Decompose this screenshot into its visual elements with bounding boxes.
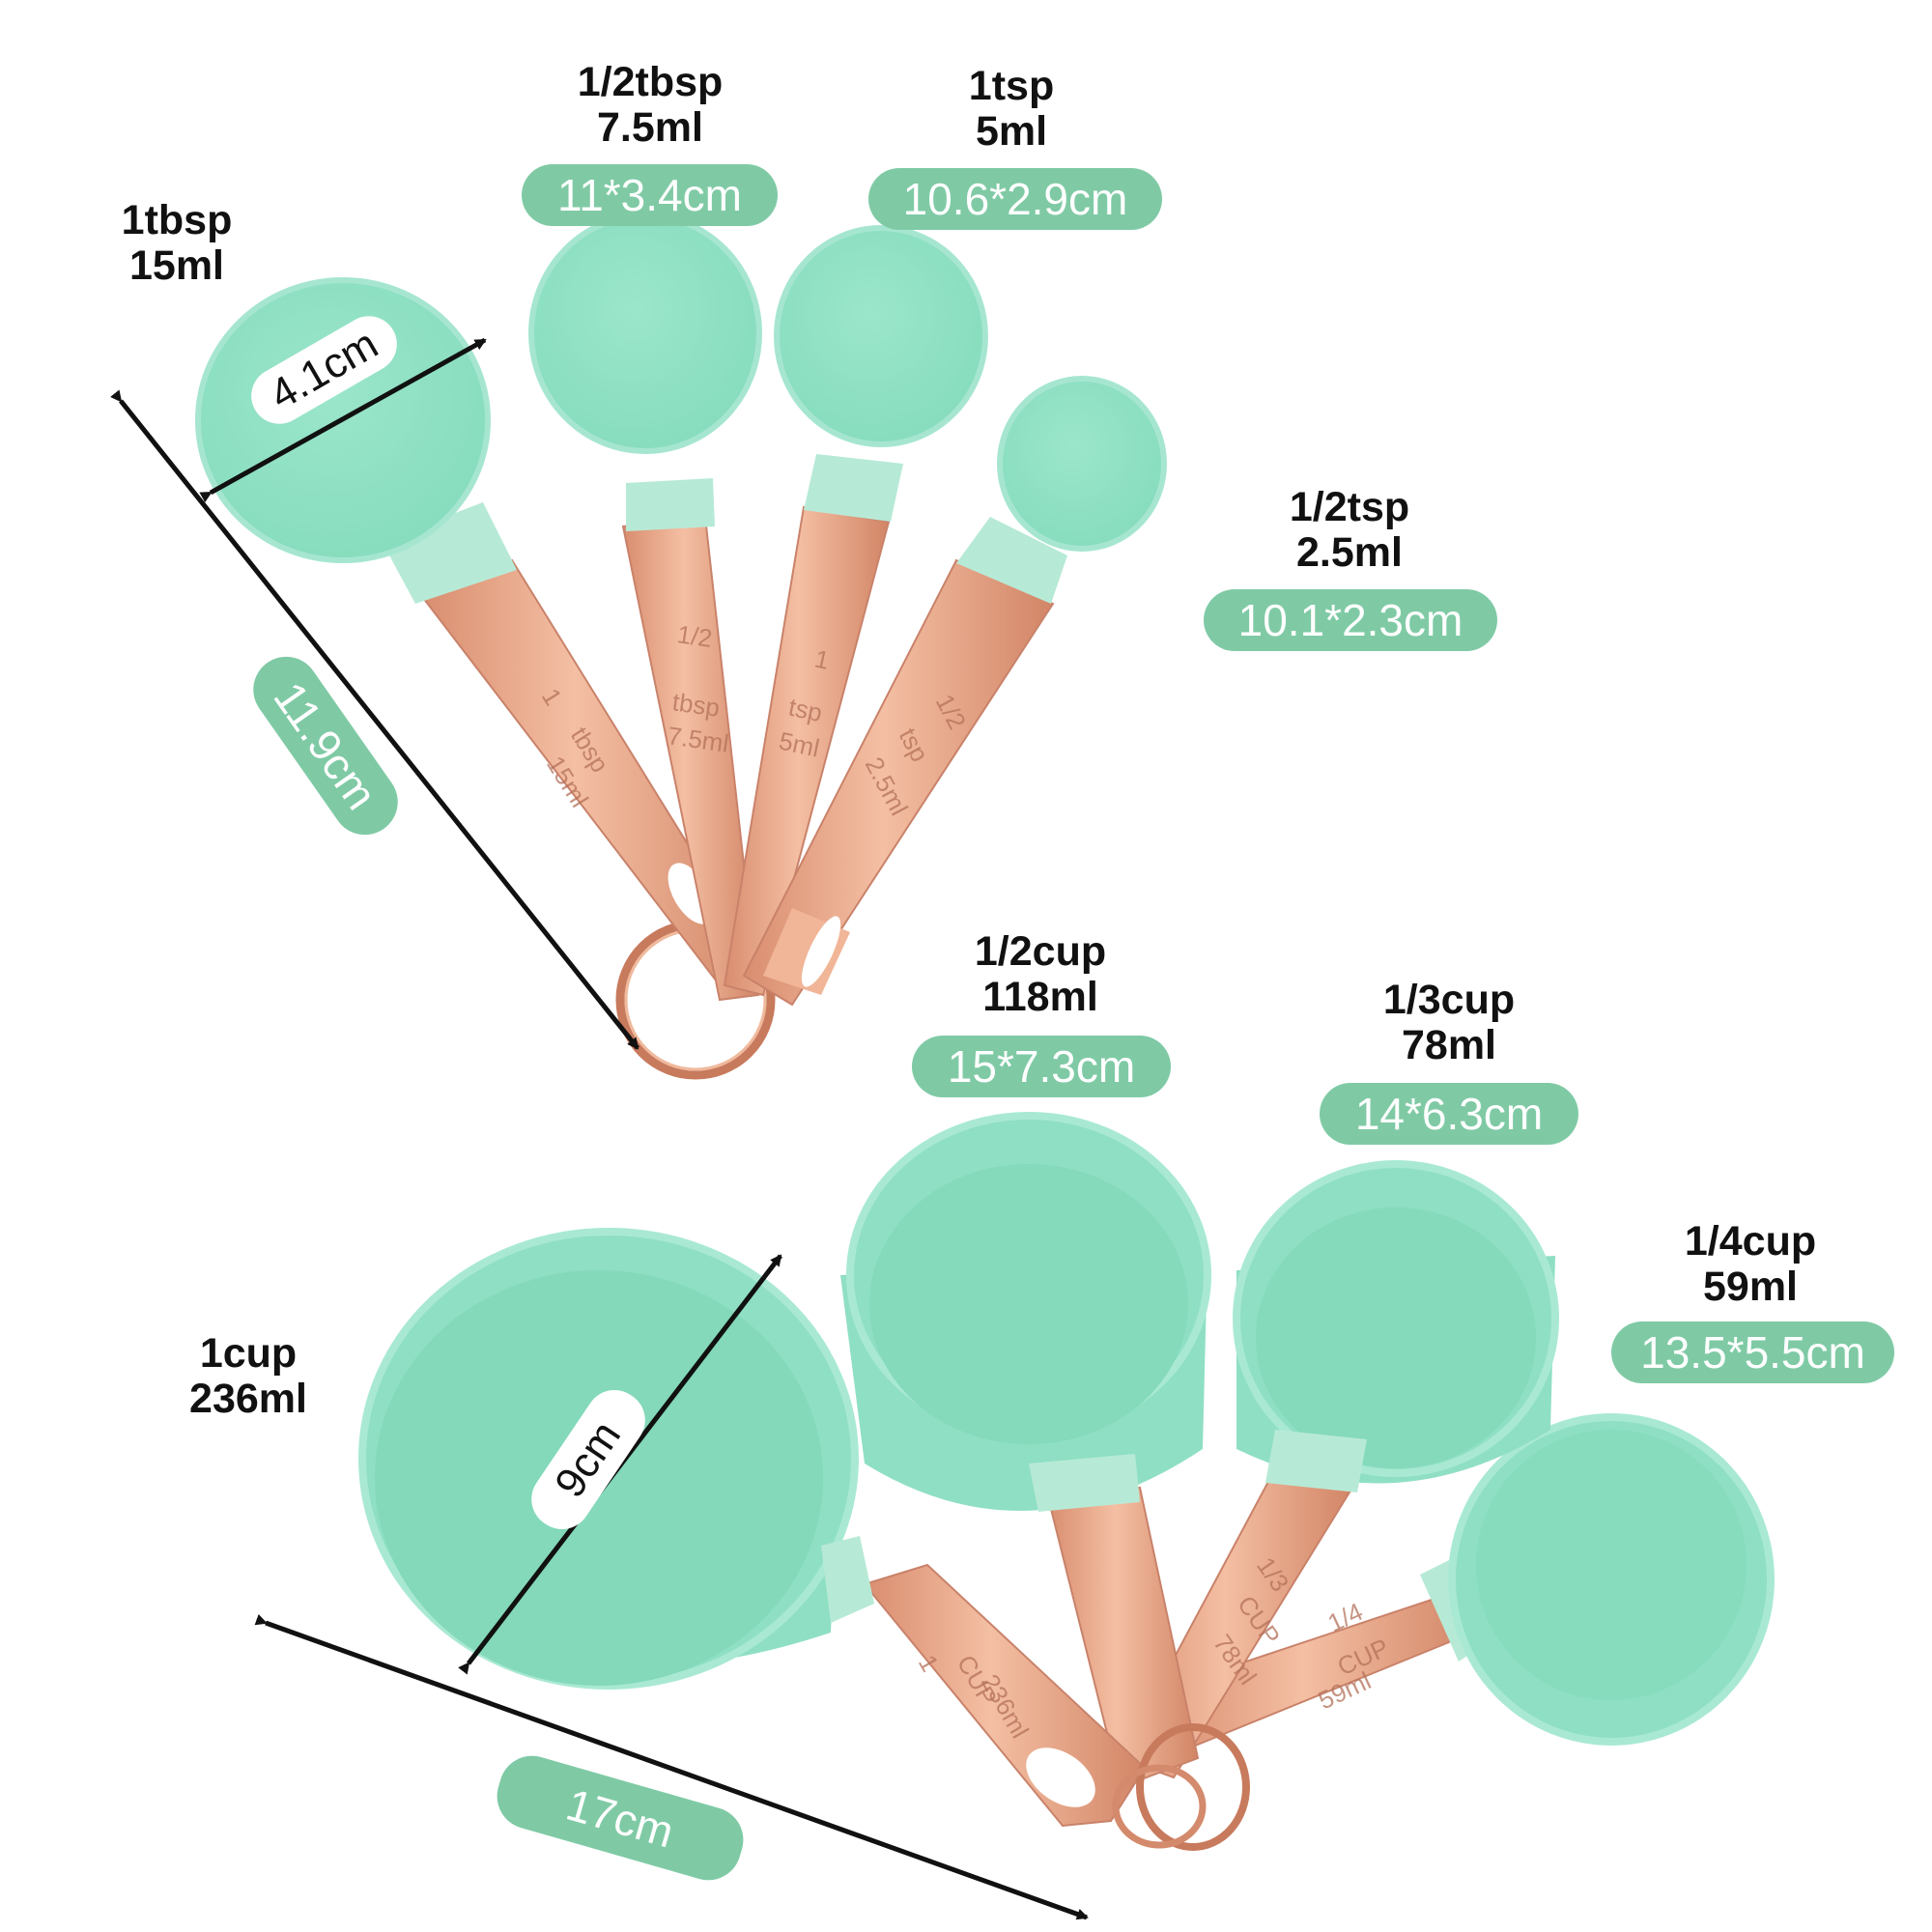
size-badge-half-tsp: 10.1*2.3cm xyxy=(1204,589,1497,651)
spoon-1tsp: 1 tsp 5ml xyxy=(723,225,988,997)
svg-text:1: 1 xyxy=(812,644,832,675)
cup-half xyxy=(840,1112,1211,1789)
size-badge-quarter-cup: 13.5*5.5cm xyxy=(1611,1321,1894,1383)
volume-text: 15ml xyxy=(128,242,224,289)
label-third-cup: 1/3cup 78ml xyxy=(1383,978,1515,1068)
measure-text: 1tsp xyxy=(968,63,1055,109)
svg-text:tsp: tsp xyxy=(786,693,825,728)
volume-text: 78ml xyxy=(1401,1022,1497,1068)
volume-text: 2.5ml xyxy=(1296,529,1403,576)
label-half-tsp: 1/2tsp 2.5ml xyxy=(1290,485,1409,576)
measure-text: 1cup xyxy=(199,1330,298,1377)
cup-quarter: 1/4 CUP 59ml xyxy=(1157,1413,1775,1750)
volume-text: 118ml xyxy=(982,974,1098,1020)
volume-text: 59ml xyxy=(1702,1264,1799,1310)
label-quarter-cup: 1/4cup 59ml xyxy=(1685,1219,1816,1310)
cup-third: 1/3 CUP 78ml xyxy=(1119,1160,1559,1779)
size-badge-half-tbsp: 11*3.4cm xyxy=(522,164,778,226)
label-half-cup: 1/2cup 118ml xyxy=(975,929,1106,1020)
size-badge-1tsp: 10.6*2.9cm xyxy=(868,168,1162,230)
label-half-tbsp: 1/2tbsp 7.5ml xyxy=(578,60,724,151)
cup-key-ring xyxy=(1112,1723,1250,1851)
size-badge-third-cup: 14*6.3cm xyxy=(1320,1083,1578,1145)
spoon-length-arrow xyxy=(110,389,639,1050)
svg-text:1/2: 1/2 xyxy=(675,619,714,653)
label-1tsp: 1tsp 5ml xyxy=(969,64,1054,155)
volume-text: 236ml xyxy=(189,1376,307,1422)
volume-text: 7.5ml xyxy=(597,104,703,151)
size-badge-half-cup: 15*7.3cm xyxy=(912,1036,1171,1097)
label-1tbsp: 1tbsp 15ml xyxy=(122,198,233,289)
measure-text: 1/3cup xyxy=(1382,977,1516,1023)
measure-text: 1/4cup xyxy=(1684,1218,1817,1264)
measure-text: 1/2cup xyxy=(974,928,1107,975)
label-1cup: 1cup 236ml xyxy=(189,1331,307,1422)
measure-text: 1/2tsp xyxy=(1289,484,1410,530)
svg-text:tbsp: tbsp xyxy=(670,687,722,723)
measure-text: 1/2tbsp xyxy=(577,59,724,105)
cup-diameter-arrow xyxy=(458,1254,782,1675)
cup-length-arrow xyxy=(254,1613,1089,1920)
measure-text: 1tbsp xyxy=(121,197,233,243)
spoon-half-tsp: 1/2 tsp 2.5ml xyxy=(742,376,1167,1007)
volume-text: 5ml xyxy=(975,108,1048,155)
